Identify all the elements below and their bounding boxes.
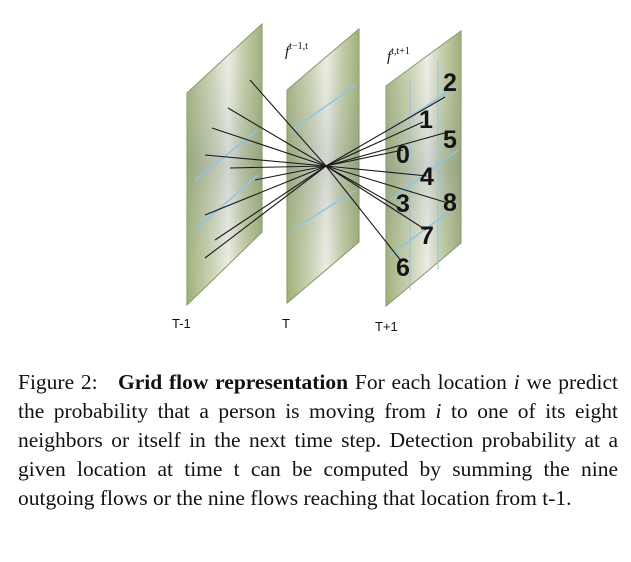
grid-digit: 4 [420, 163, 434, 191]
frame-panel-t-plus-1 [385, 30, 462, 308]
math-variable-i: i [513, 370, 520, 394]
flow-label-t-to-t-plus-1: ft,t+1 [387, 46, 410, 65]
frame-panel-t-minus-1 [186, 22, 263, 307]
incoming-flow-lines [204, 79, 327, 259]
grid-digit: 8 [443, 189, 457, 217]
grid-digit: 1 [419, 106, 433, 134]
caption-text: For each location [348, 370, 514, 394]
caption-text: to one of its eight neighbors or itself … [18, 399, 619, 510]
grid-digit: 6 [396, 254, 410, 282]
outgoing-flow-lines [325, 96, 449, 263]
grid-digit: 3 [396, 190, 410, 218]
grid-digit: 2 [443, 69, 457, 97]
frame-label-t-plus-1: T+1 [375, 319, 398, 334]
figure-diagram: 2 1 5 0 4 3 8 7 6 ft−1,t ft,t+1 T-1 T T+… [172, 22, 462, 334]
flow-label-t-minus-1-to-t: ft−1,t [285, 41, 308, 60]
figure-number: Figure 2: [18, 370, 98, 394]
caption-title: Grid flow representation [117, 370, 349, 394]
grid-digit: 5 [443, 126, 457, 154]
grid-digit: 7 [420, 222, 434, 250]
frame-label-t: T [282, 316, 290, 331]
caption-text: we predict the probability that a person… [18, 370, 618, 423]
grid-digit: 0 [396, 141, 410, 169]
grid-digits: 2 1 5 0 4 3 8 7 6 [396, 69, 457, 282]
frame-label-t-minus-1: T-1 [172, 316, 191, 331]
math-variable-i: i [435, 399, 442, 423]
figure-caption: Figure 2: Grid flow representation For e… [18, 368, 618, 513]
